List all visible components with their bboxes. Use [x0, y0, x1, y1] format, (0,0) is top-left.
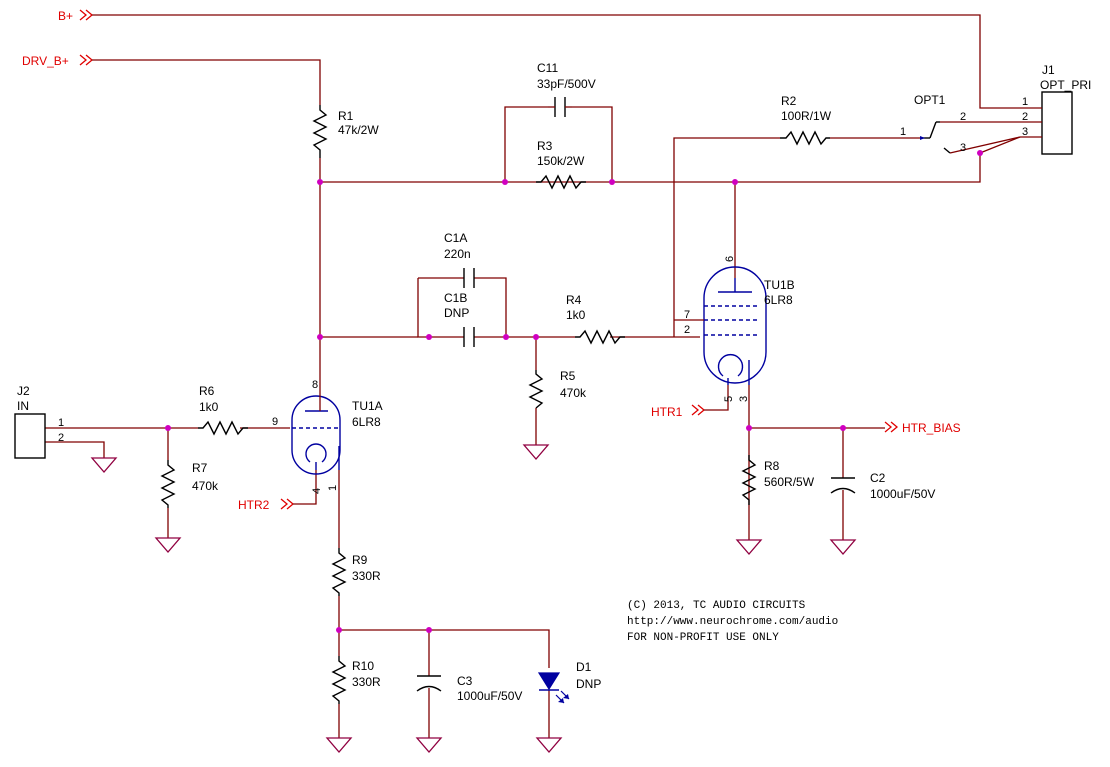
- r3-ref: R3: [537, 139, 553, 153]
- opt1-pin-2: 2: [960, 111, 966, 123]
- tu1a-ref: TU1A: [352, 399, 383, 413]
- j2-pin-1: 1: [58, 417, 64, 429]
- d1-value: DNP: [576, 677, 601, 691]
- r7-ref: R7: [192, 461, 208, 475]
- resistor-r7: R7 470k: [160, 460, 219, 508]
- tube-tu1b: 6 7 2 5 3 TU1B 6LR8: [674, 256, 795, 402]
- tu1a-pin-grid: 9: [272, 416, 278, 428]
- net-port-htr1: HTR1: [651, 404, 706, 419]
- r5-value: 470k: [560, 386, 587, 400]
- license-line: FOR NON-PROFIT USE ONLY: [627, 632, 779, 644]
- net-port-htr-bias: HTR_BIAS: [884, 421, 961, 435]
- r2-value: 100R/1W: [781, 109, 832, 123]
- j1-ref: J1: [1042, 63, 1055, 77]
- resistor-r9: R9 330R: [331, 548, 381, 596]
- capacitor-c2: C2 1000uF/50V: [830, 471, 935, 501]
- resistor-r4: R4 1k0: [566, 293, 625, 345]
- resistor-r8: R8 560R/5W: [741, 455, 815, 505]
- r3-value: 150k/2W: [537, 154, 585, 168]
- resistor-r3: R3 150k/2W: [536, 139, 586, 190]
- r2-ref: R2: [781, 94, 797, 108]
- r5-ref: R5: [560, 369, 576, 383]
- j1-pin-3: 3: [1022, 126, 1028, 138]
- net-label-htr2: HTR2: [238, 498, 270, 512]
- switch-opt1: OPT1 1 2 3: [900, 93, 966, 154]
- tu1b-pin-cathode: 3: [738, 396, 750, 402]
- net-label-b-plus: B+: [58, 9, 73, 23]
- resistor-r5: R5 470k: [528, 369, 587, 409]
- capacitor-c1a: C1A 220n: [444, 231, 475, 288]
- tu1a-value: 6LR8: [352, 415, 381, 429]
- net-label-htr-bias: HTR_BIAS: [902, 421, 961, 435]
- r9-value: 330R: [352, 569, 381, 583]
- resistor-r6: R6 1k0: [198, 384, 248, 436]
- r6-ref: R6: [199, 384, 215, 398]
- c1b-ref: C1B: [444, 291, 467, 305]
- r1-ref: R1: [338, 109, 354, 123]
- c2-value: 1000uF/50V: [870, 487, 935, 501]
- wires: [45, 14, 1021, 738]
- c1a-value: 220n: [444, 247, 471, 261]
- copyright-line: (C) 2013, TC AUDIO CIRCUITS: [627, 600, 806, 612]
- capacitor-c3: C3 1000uF/50V: [416, 674, 522, 703]
- r8-value: 560R/5W: [764, 475, 815, 489]
- c1a-ref: C1A: [444, 231, 467, 245]
- r6-value: 1k0: [199, 400, 219, 414]
- c3-ref: C3: [457, 674, 473, 688]
- j2-value: IN: [17, 399, 29, 413]
- c11-value: 33pF/500V: [537, 77, 596, 91]
- j1-pin-2: 2: [1022, 111, 1028, 123]
- opt1-pin-3: 3: [960, 142, 966, 154]
- tu1b-pin-heater: 5: [723, 396, 735, 402]
- resistor-r2: R2 100R/1W: [780, 94, 832, 146]
- ground-symbols: [90, 444, 857, 753]
- tu1a-pin-plate: 8: [312, 379, 318, 391]
- tu1b-value: 6LR8: [764, 293, 793, 307]
- net-label-drv-b-plus: DRV_B+: [22, 54, 69, 68]
- r1-value: 47k/2W: [338, 123, 379, 137]
- j2-ref: J2: [17, 384, 30, 398]
- net-port-htr2: HTR2: [238, 498, 295, 512]
- net-port-b-plus: B+: [58, 9, 94, 23]
- led-d1: D1 DNP: [537, 660, 601, 704]
- net-port-drv-b-plus: DRV_B+: [22, 54, 94, 68]
- j1-value: OPT_PRI: [1040, 78, 1091, 92]
- tu1b-pin-plate: 6: [724, 256, 736, 262]
- r4-ref: R4: [566, 293, 582, 307]
- tu1b-ref: TU1B: [764, 278, 795, 292]
- connector-j1: J1 OPT_PRI 1 2 3: [1020, 63, 1091, 155]
- c1b-value: DNP: [444, 306, 469, 320]
- j2-pin-2: 2: [58, 432, 64, 444]
- tu1a-pin-cathode: 1: [327, 485, 339, 491]
- r7-value: 470k: [192, 479, 219, 493]
- resistor-r1: R1 47k/2W: [312, 105, 379, 158]
- opt1-ref: OPT1: [914, 93, 946, 107]
- tu1a-pin-heater: 4: [311, 488, 323, 494]
- r4-value: 1k0: [566, 308, 586, 322]
- c11-ref: C11: [537, 61, 558, 75]
- net-label-htr1: HTR1: [651, 405, 683, 419]
- capacitor-c11: C11 33pF/500V: [537, 61, 596, 117]
- r9-ref: R9: [352, 553, 368, 567]
- tube-tu1a: 8 9 4 1 TU1A 6LR8: [272, 370, 383, 494]
- c3-value: 1000uF/50V: [457, 689, 522, 703]
- r8-ref: R8: [764, 459, 780, 473]
- d1-ref: D1: [576, 660, 592, 674]
- tu1b-pin-screen: 7: [684, 309, 690, 321]
- r10-value: 330R: [352, 675, 381, 689]
- junctions: [165, 150, 983, 633]
- connector-j2: J2 IN 1 2: [14, 384, 64, 459]
- j1-pin-1: 1: [1022, 96, 1028, 108]
- capacitor-c1b: C1B DNP: [444, 291, 475, 347]
- r10-ref: R10: [352, 659, 374, 673]
- tu1b-pin-grid: 2: [684, 324, 690, 336]
- url-line: http://www.neurochrome.com/audio: [627, 616, 838, 628]
- opt1-pin-1: 1: [900, 126, 906, 138]
- c2-ref: C2: [870, 471, 886, 485]
- copyright-notes: (C) 2013, TC AUDIO CIRCUITS http://www.n…: [627, 600, 838, 644]
- resistor-r10: R10 330R: [331, 656, 381, 704]
